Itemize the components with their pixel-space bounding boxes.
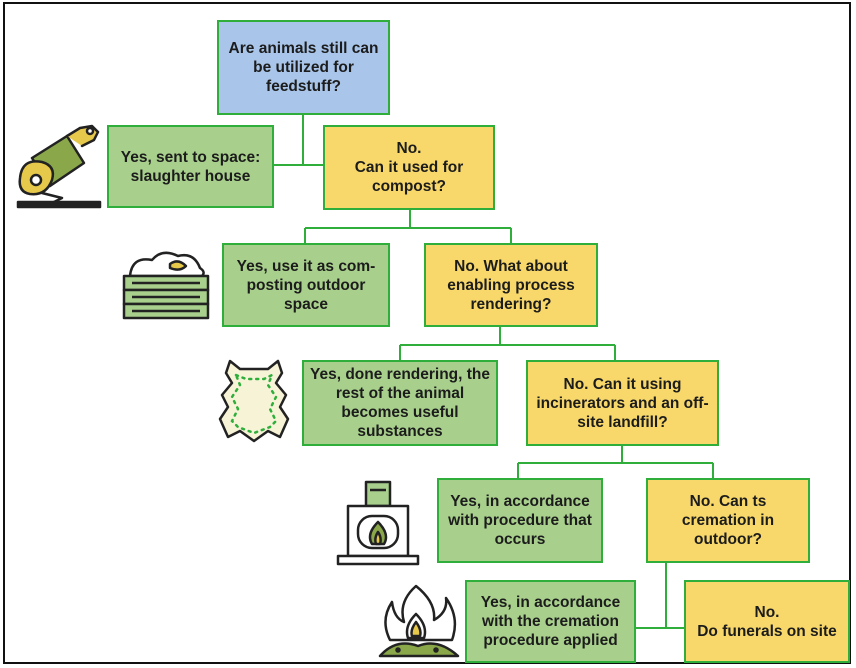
question-feedstuff: Are animals still can be utilized for fe… [217,20,390,115]
answer-composting: Yes, use it as com-posting outdoor space [222,243,390,327]
question-cremation-text: No. Can ts cremation in outdoor? [681,493,775,548]
answer-funerals-on-site: No. Do funerals on site [684,580,850,663]
answer-cremation-procedure-text: Yes, in accordance with the cremation pr… [480,594,621,649]
question-compost: No. Can it used for compost? [323,125,495,210]
question-cremation: No. Can ts cremation in outdoor? [646,478,810,563]
animal-hide-icon [218,359,290,443]
answer-funerals-on-site-text: No. Do funerals on site [697,603,837,640]
question-rendering-text: No. What about enabling process renderin… [447,257,575,313]
incinerator-icon [336,480,420,566]
question-compost-text: No. Can it used for compost? [354,140,464,195]
answer-composting-text: Yes, use it as com-posting outdoor space [236,257,376,313]
answer-slaughter-house-text: Yes, sent to space: slaughter house [120,148,261,185]
question-incinerators: No. Can it using incinerators and an off… [526,360,719,446]
compost-crate-icon [122,251,210,320]
fire-icon [378,584,460,658]
question-incinerators-text: No. Can it using incinerators and an off… [536,375,709,431]
answer-rendering: Yes, done rendering, the rest of the ani… [302,360,498,446]
answer-rendering-text: Yes, done rendering, the rest of the ani… [310,366,491,440]
answer-incinerator-procedure: Yes, in accordance with procedure that o… [437,478,603,563]
answer-incinerator-procedure-text: Yes, in accordance with procedure that o… [448,493,592,548]
question-feedstuff-text: Are animals still can be utilized for fe… [228,40,379,95]
cleaver-meat-icon [16,124,102,209]
answer-slaughter-house: Yes, sent to space: slaughter house [107,125,274,208]
answer-cremation-procedure: Yes, in accordance with the cremation pr… [465,580,636,663]
question-rendering: No. What about enabling process renderin… [424,243,598,327]
